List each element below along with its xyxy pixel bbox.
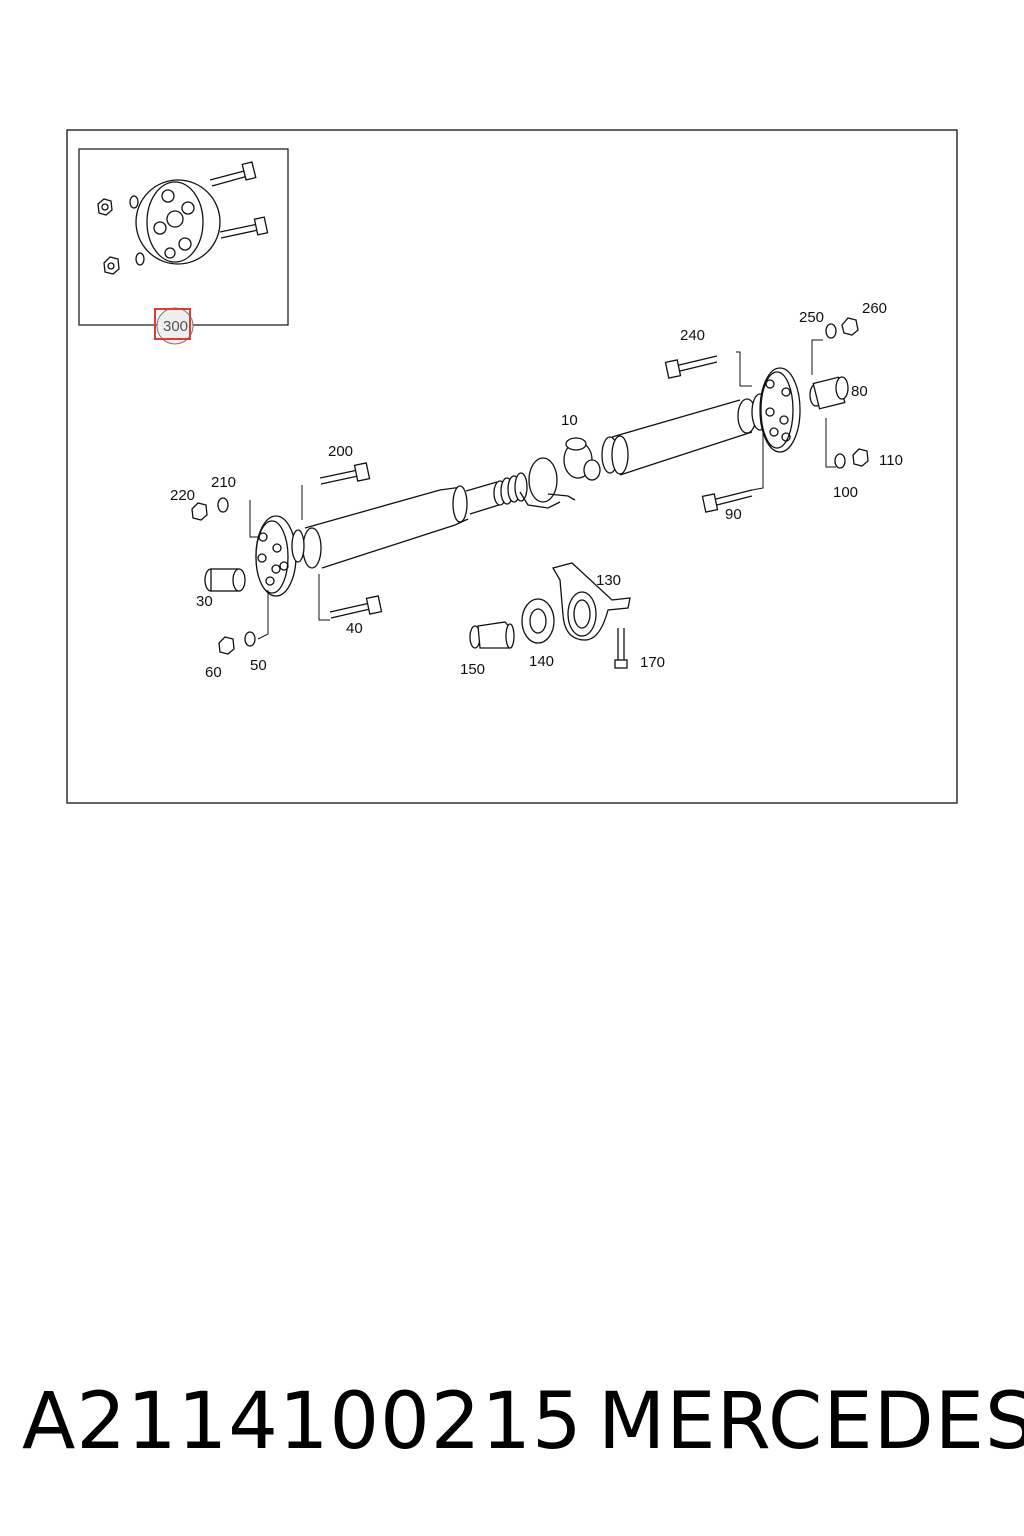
callout-50[interactable]: 50	[250, 657, 267, 674]
callout-200[interactable]: 200	[328, 443, 353, 460]
brand-name: MERCEDES	[598, 1377, 1024, 1467]
callout-130[interactable]: 130	[596, 572, 621, 589]
callout-260[interactable]: 260	[862, 300, 887, 317]
callout-60[interactable]: 60	[205, 664, 222, 681]
callout-150[interactable]: 150	[460, 661, 485, 678]
callout-10[interactable]: 10	[561, 412, 578, 429]
callout-80[interactable]: 80	[851, 383, 868, 400]
callout-100[interactable]: 100	[833, 484, 858, 501]
callout-250[interactable]: 250	[799, 309, 824, 326]
callout-110[interactable]: 110	[879, 452, 903, 469]
callout-170[interactable]: 170	[640, 654, 665, 671]
callout-30[interactable]: 30	[196, 593, 213, 610]
callout-240[interactable]: 240	[680, 327, 705, 344]
callout-300-highlight[interactable]: 300	[154, 307, 194, 345]
small-parts	[191, 317, 869, 669]
callout-300: 300	[163, 318, 188, 335]
drive-shaft-assembly	[255, 367, 801, 597]
callout-220[interactable]: 220	[170, 487, 195, 504]
callout-210[interactable]: 210	[211, 474, 236, 491]
diagram-frame	[66, 129, 958, 804]
callout-90[interactable]: 90	[725, 506, 742, 523]
inset-kit-300	[78, 148, 289, 326]
part-number: A2114100215	[22, 1377, 583, 1467]
callout-140[interactable]: 140	[529, 653, 554, 670]
callout-labels: 10 30 40 50 60 80 90 100 110 130 140 150…	[170, 300, 903, 681]
leader-lines	[249, 339, 836, 640]
callout-40[interactable]: 40	[346, 620, 363, 637]
caption: A2114100215 MERCEDES	[0, 1372, 1024, 1482]
parts-diagram: 300	[66, 129, 958, 804]
